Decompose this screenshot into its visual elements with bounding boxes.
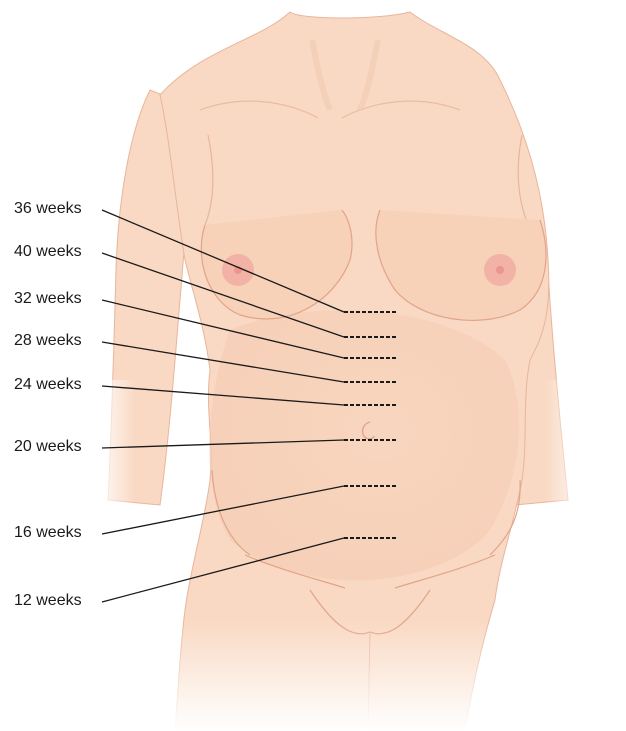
label-24-weeks: 24 weeks (14, 377, 82, 393)
label-20-weeks: 20 weeks (14, 439, 82, 455)
belly-shading (209, 310, 519, 580)
label-28-weeks: 28 weeks (14, 333, 82, 349)
label-40-weeks: 40 weeks (14, 244, 82, 260)
label-16-weeks: 16 weeks (14, 525, 82, 541)
label-32-weeks: 32 weeks (14, 291, 82, 307)
label-36-weeks: 36 weeks (14, 201, 82, 217)
label-12-weeks: 12 weeks (14, 593, 82, 609)
